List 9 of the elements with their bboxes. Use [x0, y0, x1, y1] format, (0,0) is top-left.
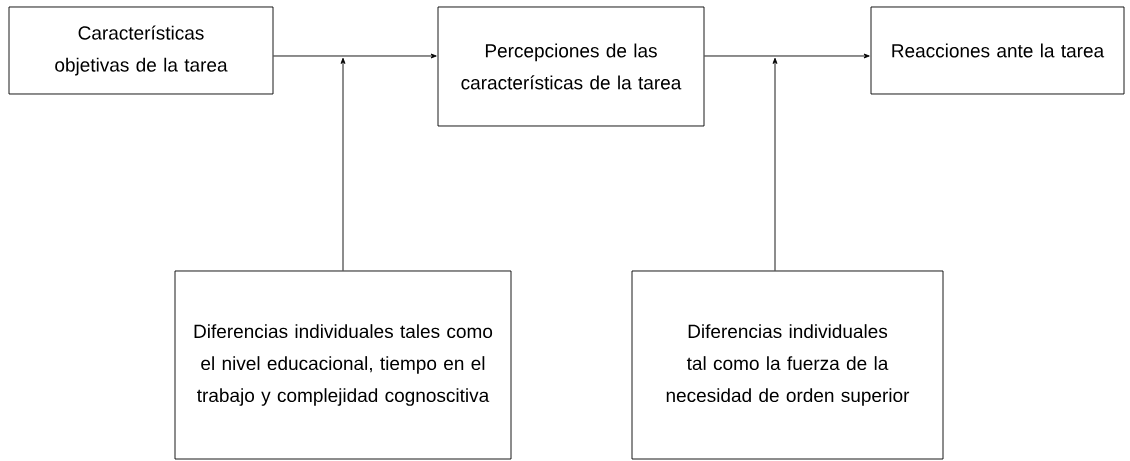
process-box: Diferencias individuales tal como la fuerza de la necesidad de orden superior [631, 270, 944, 460]
process-box: Características objetivas de la tarea [8, 6, 274, 95]
arrow [772, 57, 778, 271]
process-box: Reacciones ante la tarea [870, 6, 1125, 95]
process-box: Diferencias individuales tales como el nivel educacional, tiempo en el trabajo y complejidad cognoscitiva [174, 270, 512, 460]
arrow [704, 53, 870, 59]
arrow [340, 57, 346, 271]
arrow [273, 53, 437, 59]
process-box: Percepciones de las características de la tarea [437, 6, 705, 127]
